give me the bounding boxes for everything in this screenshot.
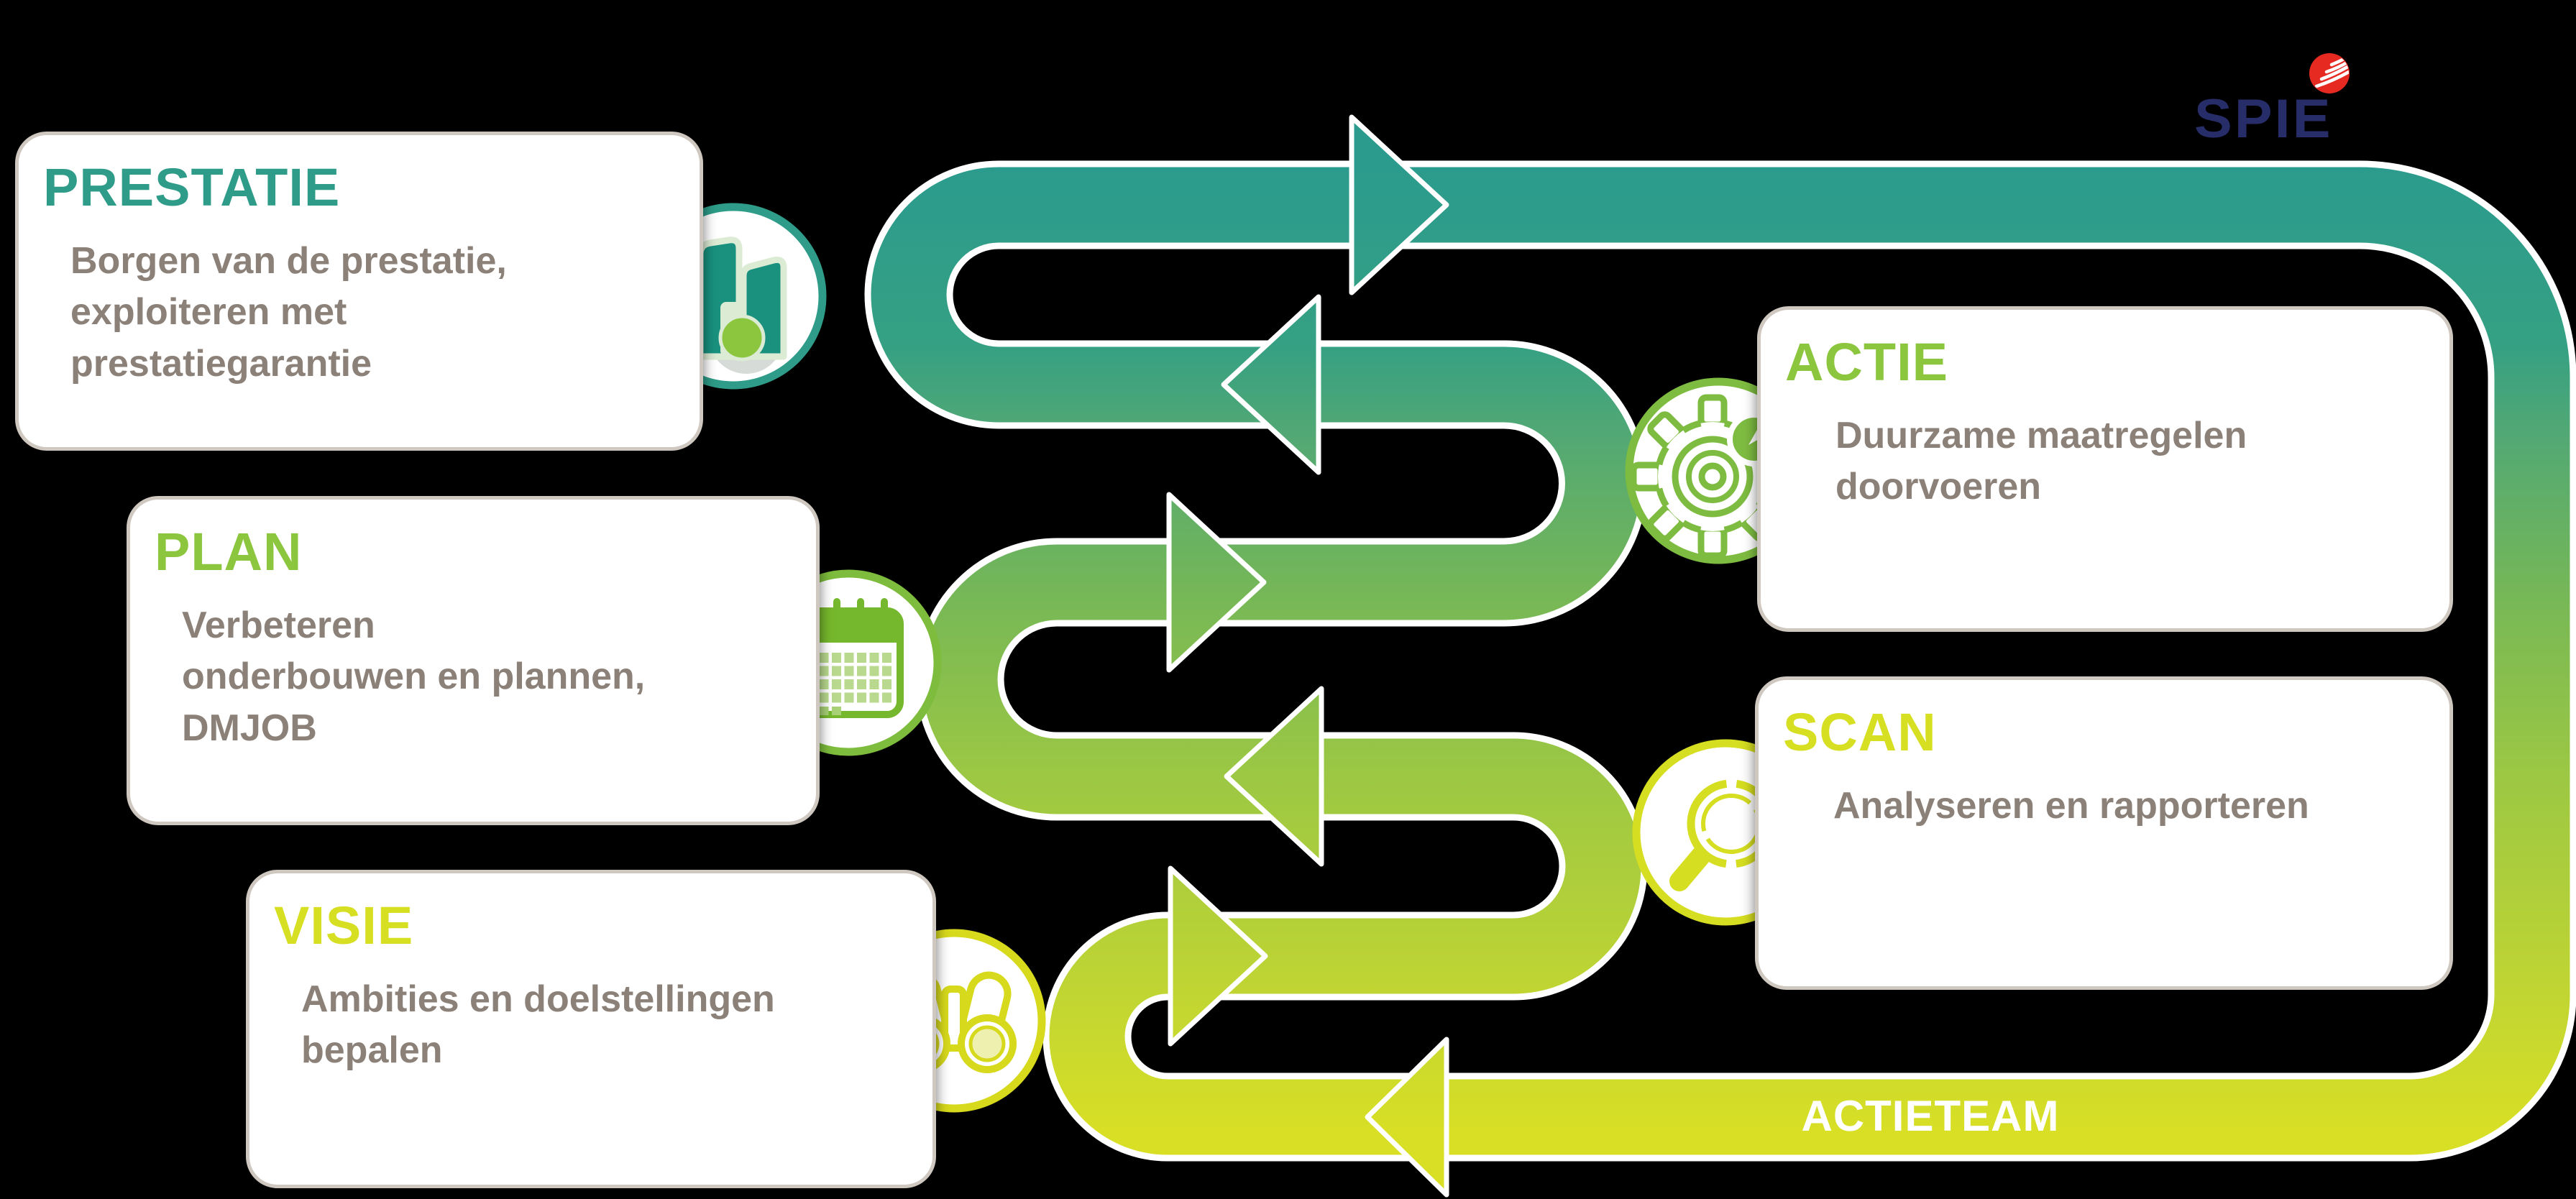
arrow-left-row4-icon: [1224, 686, 1324, 867]
card-prestatie-title: PRESTATIE: [43, 157, 341, 217]
card-scan-title: SCAN: [1783, 702, 1937, 762]
card-plan-title: PLAN: [155, 522, 303, 582]
serpentine-loop-band: [864, 160, 2576, 1162]
card-visie-body: Ambities en doelstellingen bepalen: [301, 978, 775, 1072]
card-scan-body: Analyseren en rapporteren: [1833, 784, 2309, 827]
arrow-right-row5-icon: [1168, 865, 1268, 1047]
card-visie: VISIE Ambities en doelstellingen bepalen: [246, 870, 936, 1188]
card-prestatie: PRESTATIE Borgen van de prestatie, explo…: [15, 132, 703, 451]
actieteam-band-label: ACTIETEAM: [1801, 1092, 2060, 1140]
card-plan: PLAN Verbeteren onderbouwen en plannen, …: [127, 496, 820, 825]
band-body: [871, 167, 2570, 1155]
card-visie-title: VISIE: [274, 896, 414, 955]
spie-logo: SPIE: [2186, 40, 2416, 150]
card-actie: ACTIE Duurzame maatregelen doorvoeren: [1757, 306, 2453, 632]
arrow-left-row2-icon: [1221, 294, 1321, 475]
card-prestatie-body: Borgen van de prestatie, exploiteren met…: [70, 239, 507, 385]
card-actie-title: ACTIE: [1785, 332, 1948, 392]
card-scan: SCAN Analyseren en rapporteren: [1755, 676, 2453, 990]
flow-arrows: [1166, 114, 1449, 1198]
arrow-right-row3-icon: [1166, 492, 1267, 673]
spie-globe-icon: [2309, 53, 2350, 93]
arrow-right-row1-icon: [1349, 114, 1449, 295]
spie-logo-text: SPIE: [2194, 88, 2333, 150]
arrow-left-row6-icon: [1365, 1037, 1449, 1198]
card-actie-body: Duurzame maatregelen doorvoeren: [1835, 414, 2247, 508]
card-plan-body: Verbeteren onderbouwen en plannen, DMJOB: [182, 604, 646, 750]
